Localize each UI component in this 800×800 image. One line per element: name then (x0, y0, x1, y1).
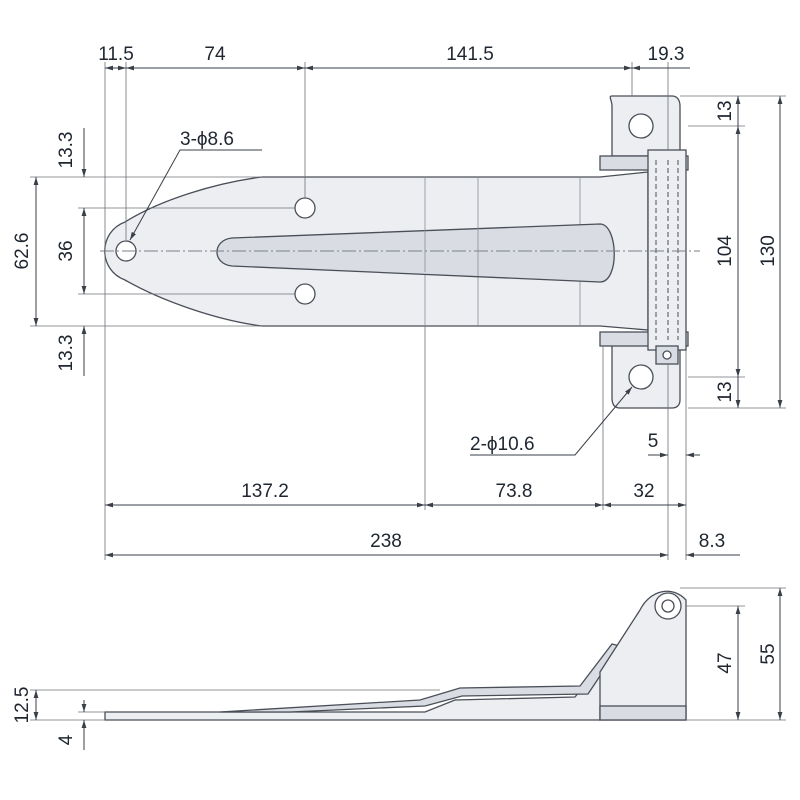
dim-11-5: 11.5 (98, 44, 134, 65)
dim-8-3: 8.3 (699, 531, 725, 552)
dim-104: 104 (715, 235, 736, 267)
hinge-barrel (647, 149, 687, 351)
pin-hole (662, 350, 672, 360)
dim-5: 5 (648, 431, 659, 452)
leader-small-holes (129, 149, 262, 241)
dim-47: 47 (715, 652, 736, 673)
strap-hole-upper (294, 197, 316, 219)
center-rib (216, 223, 615, 283)
dim-74: 74 (204, 44, 226, 65)
top-view: 11.5 74 141.5 19.3 3-ϕ8.6 2-ϕ10.6 13.3 6… (12, 44, 786, 560)
flange-hole-upper (628, 113, 654, 139)
leader-large-holes (470, 386, 633, 456)
dim-12-5: 12.5 (12, 687, 33, 724)
dim-19-3: 19.3 (648, 44, 685, 65)
dim-13-bottom: 13 (715, 381, 736, 402)
dim-238: 238 (370, 531, 402, 552)
dim-141-5: 141.5 (446, 44, 494, 65)
dim-55: 55 (758, 643, 779, 664)
label-small-holes: 3-ϕ8.6 (180, 129, 234, 150)
dim-137-2: 137.2 (241, 481, 289, 502)
dim-62-6: 62.6 (12, 233, 33, 270)
dim-130: 130 (758, 235, 779, 267)
side-base (599, 705, 687, 721)
side-view: 12.5 4 47 55 (12, 587, 786, 750)
dim-13-3-top: 13.3 (56, 132, 77, 169)
dim-13-top: 13 (715, 100, 736, 121)
label-large-holes: 2-ϕ10.6 (470, 434, 535, 455)
dim-36: 36 (56, 240, 77, 261)
side-barrel-pin (661, 599, 675, 613)
dim-73-8: 73.8 (496, 481, 533, 502)
dim-13-3-bottom: 13.3 (56, 335, 77, 372)
dim-4: 4 (56, 734, 77, 745)
dim-32: 32 (633, 481, 654, 502)
flange-hole-lower (628, 364, 654, 390)
side-knuckle (599, 590, 687, 721)
strap-hole-lower (294, 283, 316, 305)
